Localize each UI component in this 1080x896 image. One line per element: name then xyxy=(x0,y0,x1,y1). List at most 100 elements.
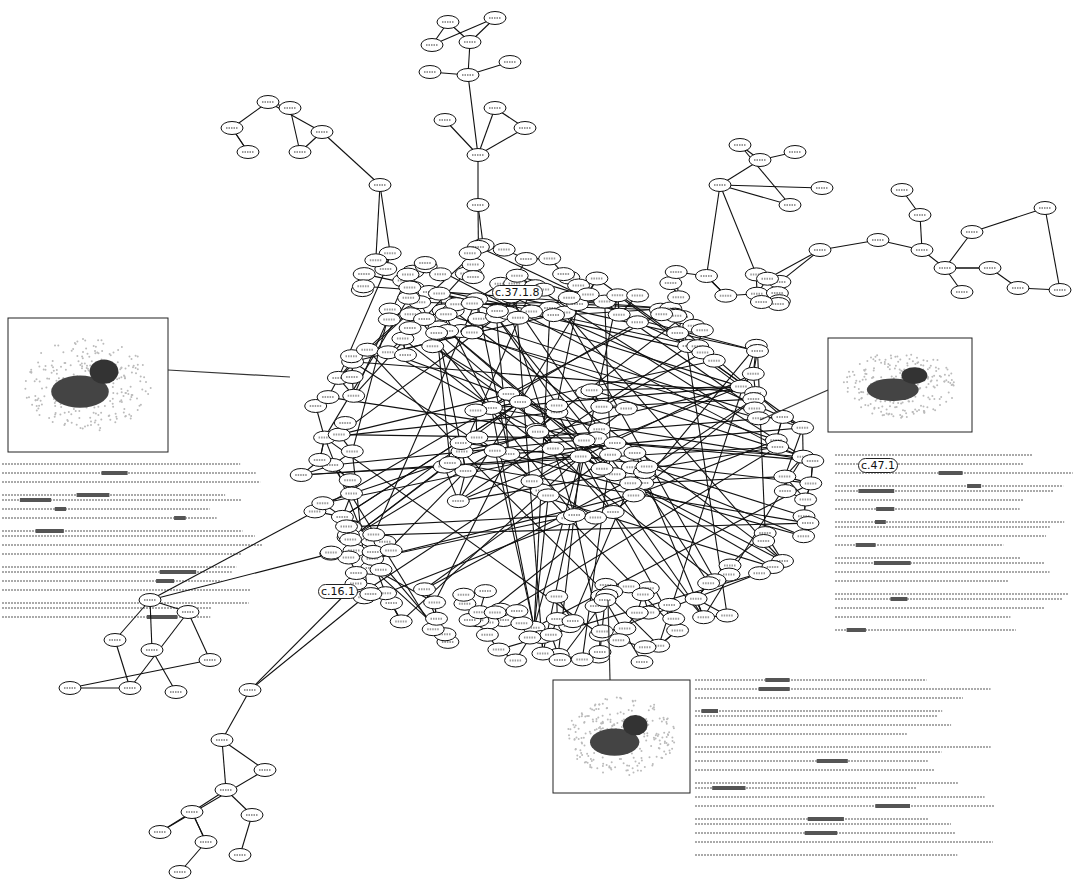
network-edge xyxy=(353,362,596,518)
structure-dot xyxy=(130,418,132,420)
sequence-row xyxy=(695,697,963,699)
sequence-row xyxy=(835,454,1033,456)
node-mark xyxy=(246,814,258,816)
structure-dot xyxy=(912,411,914,413)
structure-dot xyxy=(914,363,916,365)
network-node xyxy=(542,442,564,455)
network-node xyxy=(659,598,681,611)
structure-dot xyxy=(923,412,925,414)
structure-dot xyxy=(130,396,132,398)
network-node xyxy=(493,243,515,256)
network-edge xyxy=(338,269,385,378)
node-mark xyxy=(154,831,166,833)
network-node xyxy=(461,326,483,339)
node-mark xyxy=(419,588,431,590)
structure-dot xyxy=(76,355,78,357)
structure-highlight xyxy=(90,360,119,384)
network-node xyxy=(149,826,171,839)
network-node xyxy=(365,254,387,267)
structure-dot xyxy=(887,366,889,368)
node-mark xyxy=(464,619,476,621)
node-mark xyxy=(427,345,439,347)
network-edge xyxy=(446,314,802,427)
network-node xyxy=(867,234,889,247)
network-node xyxy=(651,308,673,321)
network-node xyxy=(211,734,233,747)
node-mark xyxy=(348,395,360,397)
network-node xyxy=(934,262,956,275)
network-node xyxy=(466,431,488,444)
node-mark xyxy=(748,398,760,400)
node-mark xyxy=(625,482,637,484)
structure-dot xyxy=(125,392,127,394)
structure-dot xyxy=(52,360,54,362)
structure-dot xyxy=(860,391,862,393)
structure-dot xyxy=(118,377,120,379)
structure-dot xyxy=(54,402,56,404)
network-node xyxy=(521,475,543,488)
structure-dot xyxy=(84,340,86,342)
node-mark xyxy=(424,71,436,73)
node-mark xyxy=(772,303,784,305)
structure-dot xyxy=(43,369,45,371)
node-mark xyxy=(485,407,497,409)
structure-dot xyxy=(935,370,937,372)
structure-dot xyxy=(127,390,129,392)
conserved-block xyxy=(875,804,910,808)
network-edge xyxy=(592,390,803,456)
structure-dot xyxy=(130,415,132,417)
node-mark xyxy=(200,841,212,843)
structure-dot xyxy=(41,404,43,406)
node-mark xyxy=(754,159,766,161)
network-edge xyxy=(414,312,509,394)
structure-dot xyxy=(145,390,147,392)
structure-dot xyxy=(121,391,123,393)
structure-dot xyxy=(896,356,898,358)
node-mark xyxy=(519,127,531,129)
network-node xyxy=(774,470,796,483)
node-mark xyxy=(472,154,484,156)
structure-dot xyxy=(847,391,849,393)
structure-dot xyxy=(37,361,39,363)
network-node xyxy=(573,434,595,447)
structure-dot xyxy=(93,345,95,347)
network-node xyxy=(809,244,831,257)
node-mark xyxy=(576,658,588,660)
structure-dot xyxy=(36,405,38,407)
structure-dot xyxy=(928,383,930,385)
structure-dot xyxy=(82,428,84,430)
node-mark xyxy=(109,639,121,641)
sequence-row xyxy=(695,710,942,712)
network-node xyxy=(772,410,794,423)
structure-dot xyxy=(68,411,70,413)
network-node xyxy=(911,244,933,257)
network-node xyxy=(336,520,358,533)
node-mark xyxy=(467,276,479,278)
network-node xyxy=(742,367,764,380)
network-edge xyxy=(222,690,250,740)
sequence-row xyxy=(835,580,1008,582)
node-mark xyxy=(384,252,396,254)
node-mark xyxy=(325,552,337,554)
node-mark xyxy=(545,634,557,636)
network-node xyxy=(399,281,421,294)
structure-dot xyxy=(125,392,127,394)
structure-dot xyxy=(140,376,142,378)
structure-dot xyxy=(862,379,864,381)
network-node xyxy=(600,448,622,461)
node-mark xyxy=(575,455,587,457)
structure-dot xyxy=(131,372,133,374)
node-mark xyxy=(515,401,527,403)
network-node xyxy=(634,641,656,654)
structure-dot xyxy=(131,394,133,396)
structure-dot xyxy=(62,351,64,353)
structure-dot xyxy=(35,399,37,401)
node-mark xyxy=(779,476,791,478)
node-mark xyxy=(708,360,720,362)
node-mark xyxy=(404,327,416,329)
node-mark xyxy=(698,616,710,618)
structure-dot xyxy=(87,424,89,426)
network-edge xyxy=(496,317,703,618)
structure-dot xyxy=(95,346,97,348)
